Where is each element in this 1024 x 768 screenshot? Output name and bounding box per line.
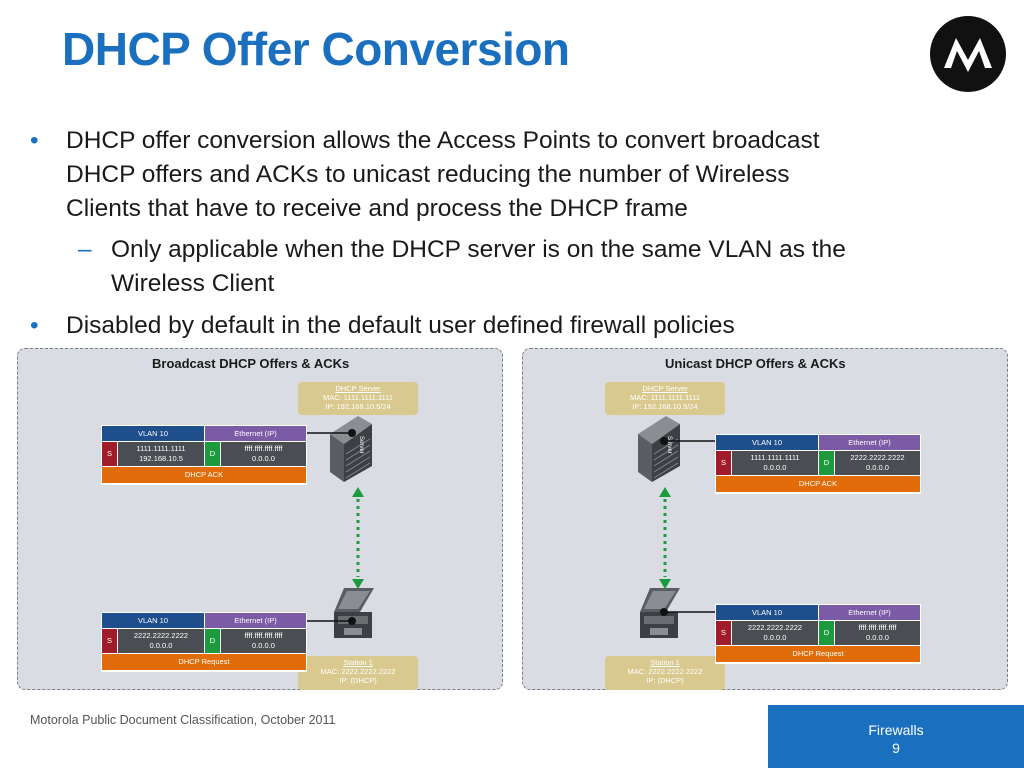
station-ip: IP: (DHCP) <box>646 676 684 685</box>
source-mac: 2222.2222.2222 <box>133 631 189 640</box>
source-marker: S <box>716 621 731 645</box>
source-ip: 0.0.0.0 <box>763 463 787 472</box>
footer-page-number: 9 <box>892 740 900 756</box>
server-icon: Server <box>330 416 372 482</box>
dotted-arrow-icon <box>352 487 364 589</box>
server-name: DHCP Server <box>335 384 381 393</box>
destination-mac: ffff.ffff.ffff.ffff <box>244 444 283 453</box>
frame-type-bar: DHCP ACK <box>102 467 306 483</box>
slide-title: DHCP Offer Conversion <box>62 23 570 75</box>
source-mac: 1111.1111.1111 <box>136 444 186 453</box>
station-name: Station 1 <box>650 658 680 667</box>
destination-mac: ffff.ffff.ffff.ffff <box>858 623 897 632</box>
server-ip: IP: 192.168.10.5/24 <box>325 402 391 411</box>
destination-mac: ffff.ffff.ffff.ffff <box>244 631 283 640</box>
source-mac: 2222.2222.2222 <box>747 623 803 632</box>
station-mac: MAC: 2222.2222.2222 <box>627 667 703 676</box>
top-frame: VLAN 10 Ethernet (IP) S 1111.1111.1111 1… <box>101 425 307 485</box>
source-ip: 192.168.10.5 <box>139 454 183 463</box>
laptop-icon <box>640 588 680 638</box>
footer-section-box: Firewalls 9 <box>768 705 1024 768</box>
source-address: 2222.2222.2222 0.0.0.0 <box>732 621 818 645</box>
bullet-3-line-1: Disabled by default in the default user … <box>66 312 735 339</box>
bottom-frame: VLAN 10 Ethernet (IP) S 2222.2222.2222 0… <box>101 612 307 672</box>
source-marker: S <box>102 629 117 653</box>
motorola-logo-icon <box>930 16 1006 92</box>
frame-type-bar: DHCP Request <box>716 646 920 662</box>
server-ip: IP: 192.168.10.5/24 <box>632 402 698 411</box>
panel-title: Broadcast DHCP Offers & ACKs <box>152 356 350 371</box>
destination-address: ffff.ffff.ffff.ffff 0.0.0.0 <box>835 621 920 645</box>
vlan-label: VLAN 10 <box>102 426 204 441</box>
source-marker: S <box>716 451 731 475</box>
diagram-panel-broadcast <box>17 348 503 690</box>
station-info-box: Station 1 MAC: 2222.2222.2222 IP: (DHCP) <box>605 656 725 690</box>
destination-marker: D <box>819 451 834 475</box>
bullet-marker: • <box>30 312 39 339</box>
source-mac: 1111.1111.1111 <box>750 453 800 462</box>
sub-bullet-marker: – <box>78 236 92 263</box>
top-frame: VLAN 10 Ethernet (IP) S 1111.1111.1111 0… <box>715 434 921 494</box>
bullet-1-line-2: DHCP offers and ACKs to unicast reducing… <box>66 161 790 188</box>
bullet-2-line-2: Wireless Client <box>111 270 275 297</box>
ethernet-label: Ethernet (IP) <box>205 613 306 628</box>
frame-type-bar: DHCP Request <box>102 654 306 670</box>
source-address: 1111.1111.1111 192.168.10.5 <box>118 442 204 466</box>
destination-address: 2222.2222.2222 0.0.0.0 <box>835 451 920 475</box>
source-address: 2222.2222.2222 0.0.0.0 <box>118 629 204 653</box>
server-device-label: Server <box>358 436 364 454</box>
bullet-1-line-1: DHCP offer conversion allows the Access … <box>66 127 820 154</box>
vlan-label: VLAN 10 <box>716 605 818 620</box>
server-info-box: DHCP Server MAC: 1111.1111.1111 IP: 192.… <box>605 382 725 415</box>
footer-section: Firewalls <box>868 722 924 738</box>
destination-address: ffff.ffff.ffff.ffff 0.0.0.0 <box>221 442 306 466</box>
ethernet-label: Ethernet (IP) <box>819 435 920 450</box>
destination-marker: D <box>819 621 834 645</box>
destination-ip: 0.0.0.0 <box>252 454 275 463</box>
ethernet-label: Ethernet (IP) <box>819 605 920 620</box>
server-name: DHCP Server <box>642 384 688 393</box>
vlan-label: VLAN 10 <box>716 435 818 450</box>
destination-ip: 0.0.0.0 <box>252 641 275 650</box>
laptop-icon <box>334 588 374 638</box>
server-device-label: Server <box>666 436 672 454</box>
station-ip: IP: (DHCP) <box>339 676 377 685</box>
server-mac: MAC: 1111.1111.1111 <box>629 393 701 402</box>
vlan-label: VLAN 10 <box>102 613 204 628</box>
station-name: Station 1 <box>343 658 373 667</box>
destination-address: ffff.ffff.ffff.ffff 0.0.0.0 <box>221 629 306 653</box>
destination-mac: 2222.2222.2222 <box>850 453 905 462</box>
source-address: 1111.1111.1111 0.0.0.0 <box>732 451 818 475</box>
station-info-box: Station 1 MAC: 2222.2222.2222 IP: (DHCP) <box>298 656 418 690</box>
station-mac: MAC: 2222.2222.2222 <box>320 667 396 676</box>
destination-marker: D <box>205 442 220 466</box>
source-ip: 0.0.0.0 <box>763 633 787 642</box>
frame-type-bar: DHCP ACK <box>716 476 920 492</box>
panel-title: Unicast DHCP Offers & ACKs <box>665 356 846 371</box>
bullet-2-line-1: Only applicable when the DHCP server is … <box>111 236 846 263</box>
source-marker: S <box>102 442 117 466</box>
ethernet-label: Ethernet (IP) <box>205 426 306 441</box>
destination-ip: 0.0.0.0 <box>866 633 889 642</box>
server-info-box: DHCP Server MAC: 1111.1111.1111 IP: 192.… <box>298 382 418 415</box>
bullet-marker: • <box>30 127 39 154</box>
source-ip: 0.0.0.0 <box>149 641 173 650</box>
server-mac: MAC: 1111.1111.1111 <box>322 393 394 402</box>
bullet-1-line-3: Clients that have to receive and process… <box>66 195 688 222</box>
dotted-arrow-icon <box>659 487 671 589</box>
destination-ip: 0.0.0.0 <box>866 463 889 472</box>
footer-classification: Motorola Public Document Classification,… <box>30 713 336 727</box>
bottom-frame: VLAN 10 Ethernet (IP) S 2222.2222.2222 0… <box>715 604 921 664</box>
server-icon: Server <box>638 416 680 482</box>
destination-marker: D <box>205 629 220 653</box>
